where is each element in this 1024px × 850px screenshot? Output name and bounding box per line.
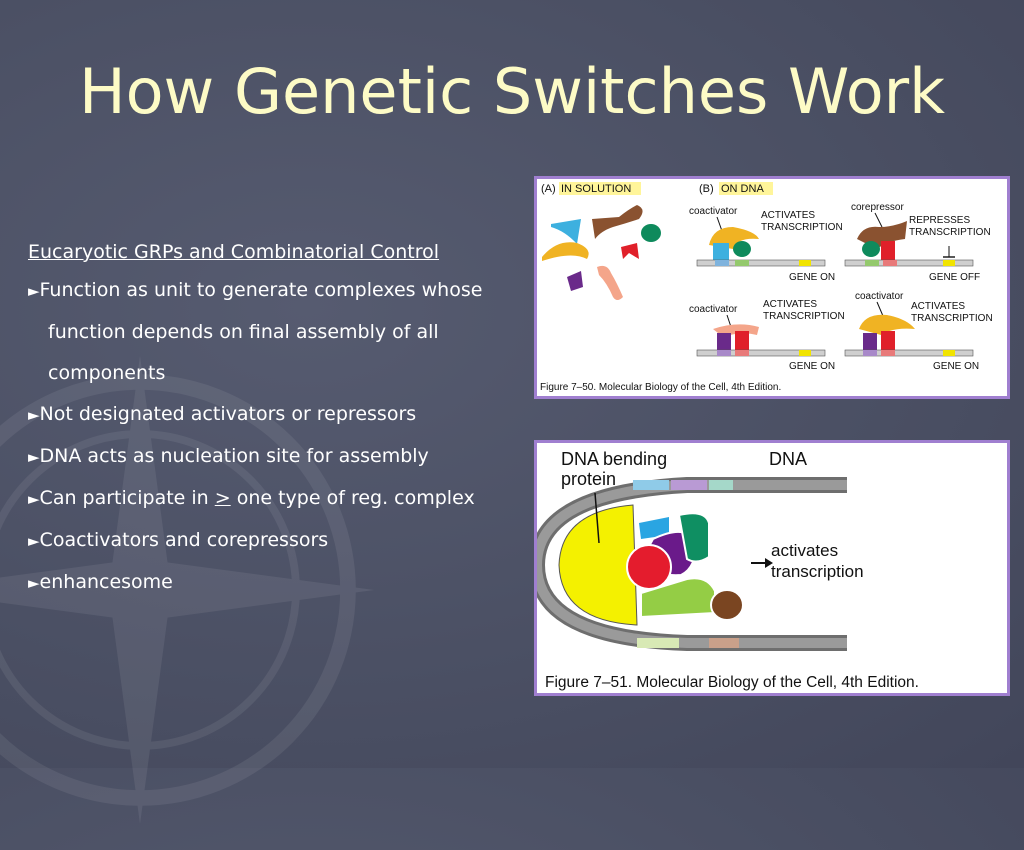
slide-subtitle: Eucaryotic GRPs and Combinatorial Contro…: [28, 241, 440, 263]
svg-text:coactivator: coactivator: [689, 206, 738, 217]
dna-bending-label: DNA bending: [561, 449, 667, 469]
svg-text:ACTIVATES: ACTIVATES: [763, 299, 817, 310]
svg-text:coactivator: coactivator: [689, 304, 738, 315]
protein-label: protein: [561, 469, 616, 489]
piece-pink: [597, 265, 623, 300]
bullet-item: ►enhancesome: [28, 571, 173, 593]
bullet-arrow-icon: ►: [28, 448, 40, 466]
svg-text:(A): (A): [541, 183, 556, 195]
bullet-item: ►DNA acts as nucleation site for assembl…: [28, 445, 429, 467]
svg-text:GENE ON: GENE ON: [789, 361, 835, 372]
on-dna-label: ON DNA: [721, 183, 764, 195]
figure-7-51: DNA bending protein DNA activates transc…: [528, 440, 1010, 696]
bullet-arrow-icon: ►: [28, 282, 40, 300]
svg-text:TRANSCRIPTION: TRANSCRIPTION: [909, 227, 991, 238]
svg-text:corepressor: corepressor: [851, 202, 904, 213]
svg-text:ACTIVATES: ACTIVATES: [761, 210, 815, 221]
bullet-arrow-icon: ►: [28, 490, 40, 508]
piece-blue: [551, 219, 581, 244]
piece-purple: [567, 271, 583, 291]
figure-7-50: (A) IN SOLUTION (B) ON DNA coactivator A…: [534, 176, 1010, 399]
svg-text:GENE OFF: GENE OFF: [929, 272, 980, 283]
transcription-label: transcription: [771, 562, 864, 581]
svg-text:(B): (B): [699, 183, 714, 195]
slide-body: Eucaryotic GRPs and Combinatorial Contro…: [28, 238, 528, 610]
svg-text:coactivator: coactivator: [855, 291, 904, 302]
bullet-arrow-icon: ►: [28, 532, 40, 550]
figure-7-51-caption: Figure 7–51. Molecular Biology of the Ce…: [545, 674, 919, 691]
bullet-arrow-icon: ►: [28, 574, 40, 592]
piece-yellow: [542, 242, 589, 261]
svg-text:REPRESSES: REPRESSES: [909, 215, 970, 226]
svg-text:TRANSCRIPTION: TRANSCRIPTION: [911, 313, 993, 324]
piece-brown: [592, 205, 643, 239]
activates-label: activates: [771, 541, 838, 560]
piece-red: [621, 243, 639, 259]
svg-text:GENE ON: GENE ON: [789, 272, 835, 283]
bullet-item: ►Coactivators and corepressors: [28, 529, 329, 551]
svg-text:GENE ON: GENE ON: [933, 361, 979, 372]
dna-label: DNA: [769, 449, 807, 469]
slide-title: How Genetic Switches Work: [78, 55, 946, 128]
figure-7-50-caption: Figure 7–50. Molecular Biology of the Ce…: [540, 382, 781, 393]
bullet-item: ►Function as unit to generate complexes …: [28, 279, 483, 384]
piece-green: [641, 224, 661, 242]
bullet-item: ►Can participate in > one type of reg. c…: [28, 487, 475, 509]
svg-text:TRANSCRIPTION: TRANSCRIPTION: [761, 222, 843, 233]
bullet-item: ►Not designated activators or repressors: [28, 403, 417, 425]
svg-text:TRANSCRIPTION: TRANSCRIPTION: [763, 311, 845, 322]
bullet-arrow-icon: ►: [28, 406, 40, 424]
figure-7-51-diagram: DNA bending protein DNA activates transc…: [528, 449, 919, 691]
figure-7-50-diagram: (A) IN SOLUTION (B) ON DNA coactivator A…: [540, 182, 993, 393]
in-solution-label: IN SOLUTION: [561, 183, 631, 195]
svg-text:ACTIVATES: ACTIVATES: [911, 301, 965, 312]
